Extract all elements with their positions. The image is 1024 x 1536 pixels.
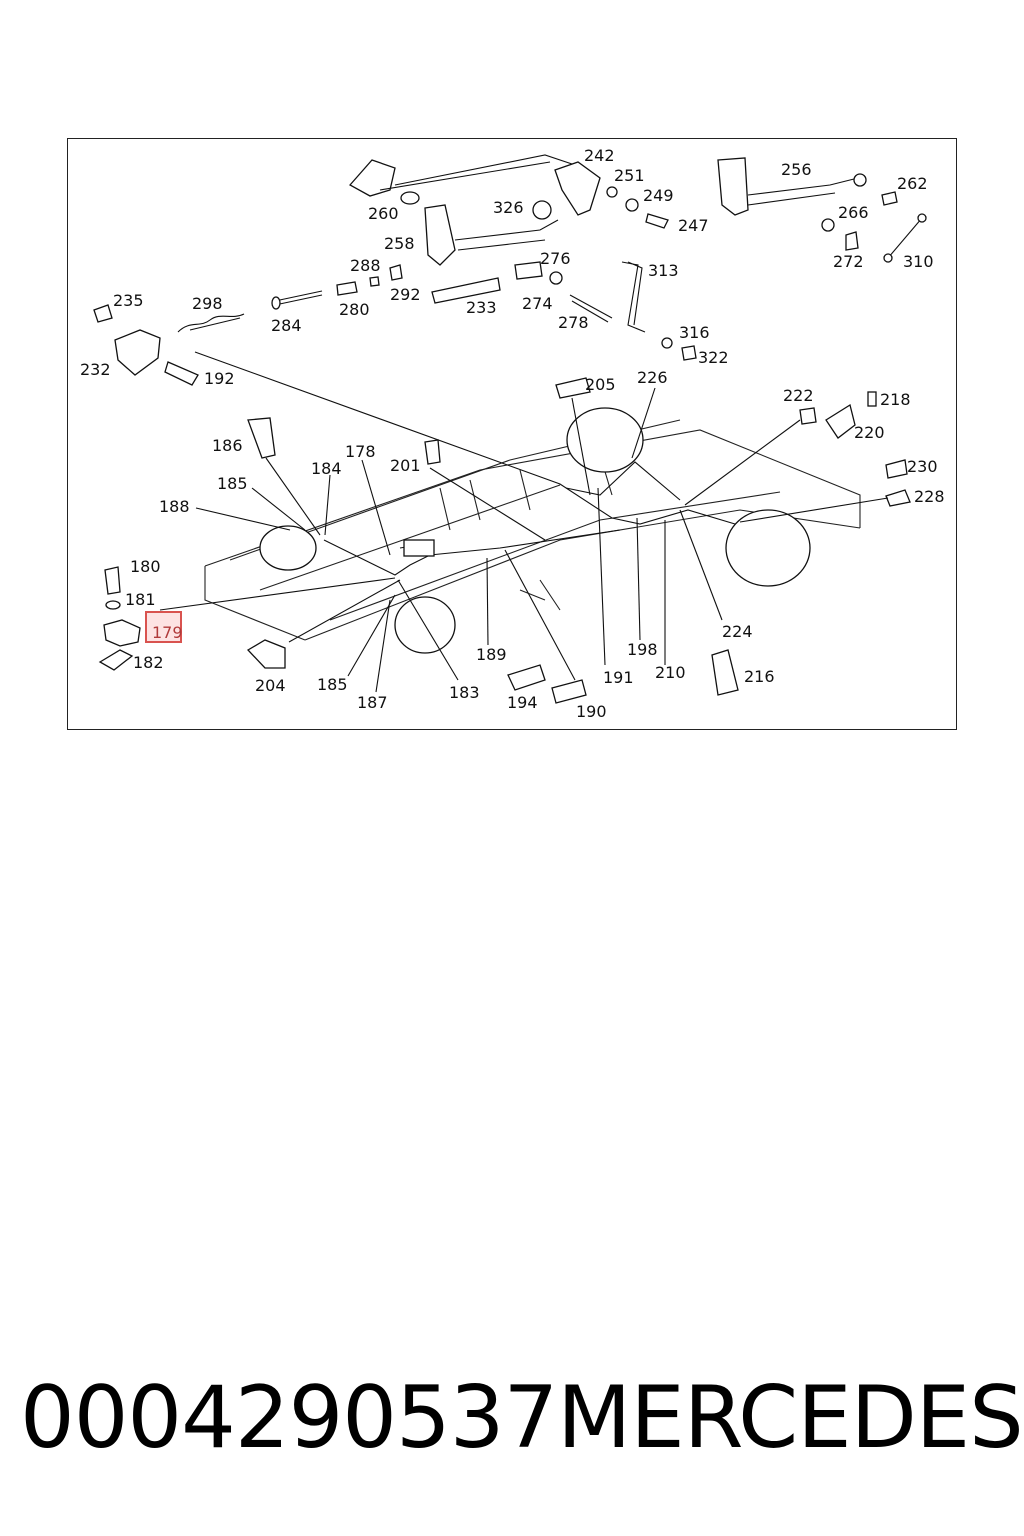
upper-linkage-assembly [93, 154, 927, 386]
callout-210: 210 [655, 663, 686, 682]
callout-185-upper: 185 [217, 474, 248, 493]
callout-191: 191 [603, 668, 634, 687]
callout-280: 280 [339, 300, 370, 319]
parts-diagram: 242 251 249 247 256 262 266 272 310 260 … [80, 146, 945, 721]
callout-184: 184 [311, 459, 342, 478]
callout-326: 326 [493, 198, 524, 217]
callout-322: 322 [698, 348, 729, 367]
callout-278: 278 [558, 313, 589, 332]
callout-298: 298 [192, 294, 223, 313]
callout-179-highlighted[interactable]: 179 [152, 623, 183, 642]
callout-316: 316 [679, 323, 710, 342]
callout-260: 260 [368, 204, 399, 223]
callout-220: 220 [854, 423, 885, 442]
callout-186: 186 [212, 436, 243, 455]
callout-224: 224 [722, 622, 753, 641]
callout-262: 262 [897, 174, 928, 193]
callout-189: 189 [476, 645, 507, 664]
callout-187: 187 [357, 693, 388, 712]
callout-292: 292 [390, 285, 421, 304]
callout-313: 313 [648, 261, 679, 280]
callout-183: 183 [449, 683, 480, 702]
callout-256: 256 [781, 160, 812, 179]
chassis-frame [194, 351, 861, 654]
callout-258: 258 [384, 234, 415, 253]
callout-242: 242 [584, 146, 615, 165]
callout-284: 284 [271, 316, 302, 335]
callout-232: 232 [80, 360, 111, 379]
callout-235: 235 [113, 291, 144, 310]
callout-251: 251 [614, 166, 645, 185]
callout-218: 218 [880, 390, 911, 409]
callout-188: 188 [159, 497, 190, 516]
callout-233: 233 [466, 298, 497, 317]
callout-180: 180 [130, 557, 161, 576]
parts-diagram-frame [67, 138, 957, 730]
callout-276: 276 [540, 249, 571, 268]
callout-204: 204 [255, 676, 286, 695]
callout-198: 198 [627, 640, 658, 659]
brand-name: MERCEDES [557, 1368, 1024, 1468]
callout-288: 288 [350, 256, 381, 275]
callout-192: 192 [204, 369, 235, 388]
callout-labels: 242 251 249 247 256 262 266 272 310 260 … [80, 146, 945, 721]
callout-181: 181 [125, 590, 156, 609]
highlight-box[interactable] [145, 611, 182, 643]
callout-178: 178 [345, 442, 376, 461]
callout-249: 249 [643, 186, 674, 205]
callout-230: 230 [907, 457, 938, 476]
callout-228: 228 [914, 487, 945, 506]
callout-194: 194 [507, 693, 538, 712]
callout-190: 190 [576, 702, 607, 721]
callout-310: 310 [903, 252, 934, 271]
callout-216: 216 [744, 667, 775, 686]
callout-201: 201 [390, 456, 421, 475]
part-number: 0004290537 [20, 1368, 558, 1468]
callout-182: 182 [133, 653, 164, 672]
callout-266: 266 [838, 203, 869, 222]
callout-226: 226 [637, 368, 668, 387]
callout-247: 247 [678, 216, 709, 235]
callout-185-lower: 185 [317, 675, 348, 694]
leader-lines [159, 387, 889, 693]
callout-222: 222 [783, 386, 814, 405]
callout-272: 272 [833, 252, 864, 271]
part-caption: 0004290537 MERCEDES [20, 1368, 1024, 1468]
callout-205: 205 [585, 375, 616, 394]
callout-274: 274 [522, 294, 553, 313]
lower-parts [98, 377, 911, 704]
